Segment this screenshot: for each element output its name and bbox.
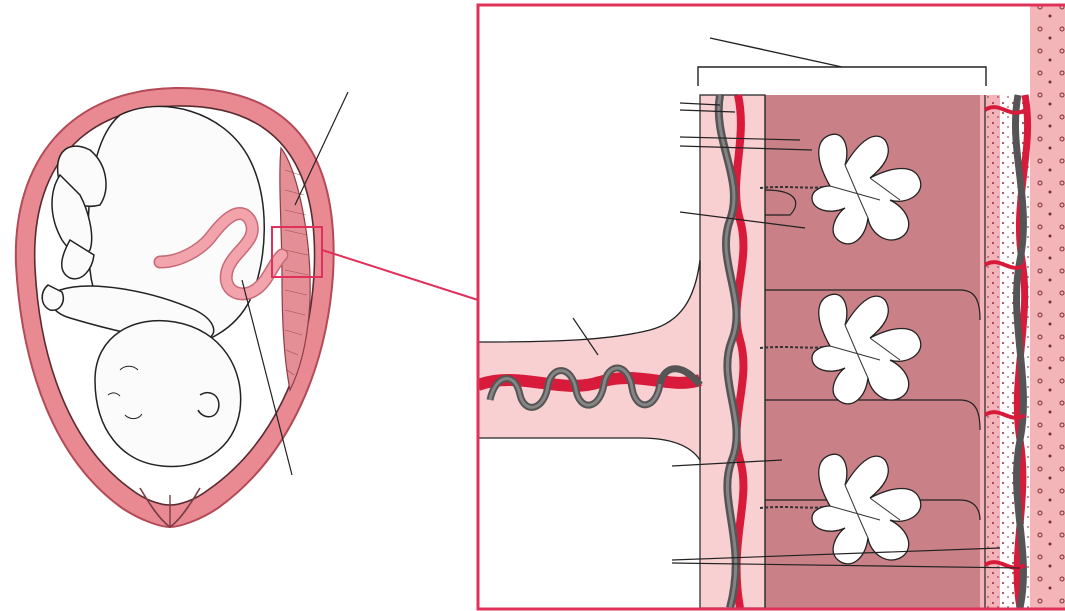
zoom-connector (322, 250, 478, 300)
uterus-overview (16, 88, 348, 527)
placenta-detail (478, 5, 1065, 609)
